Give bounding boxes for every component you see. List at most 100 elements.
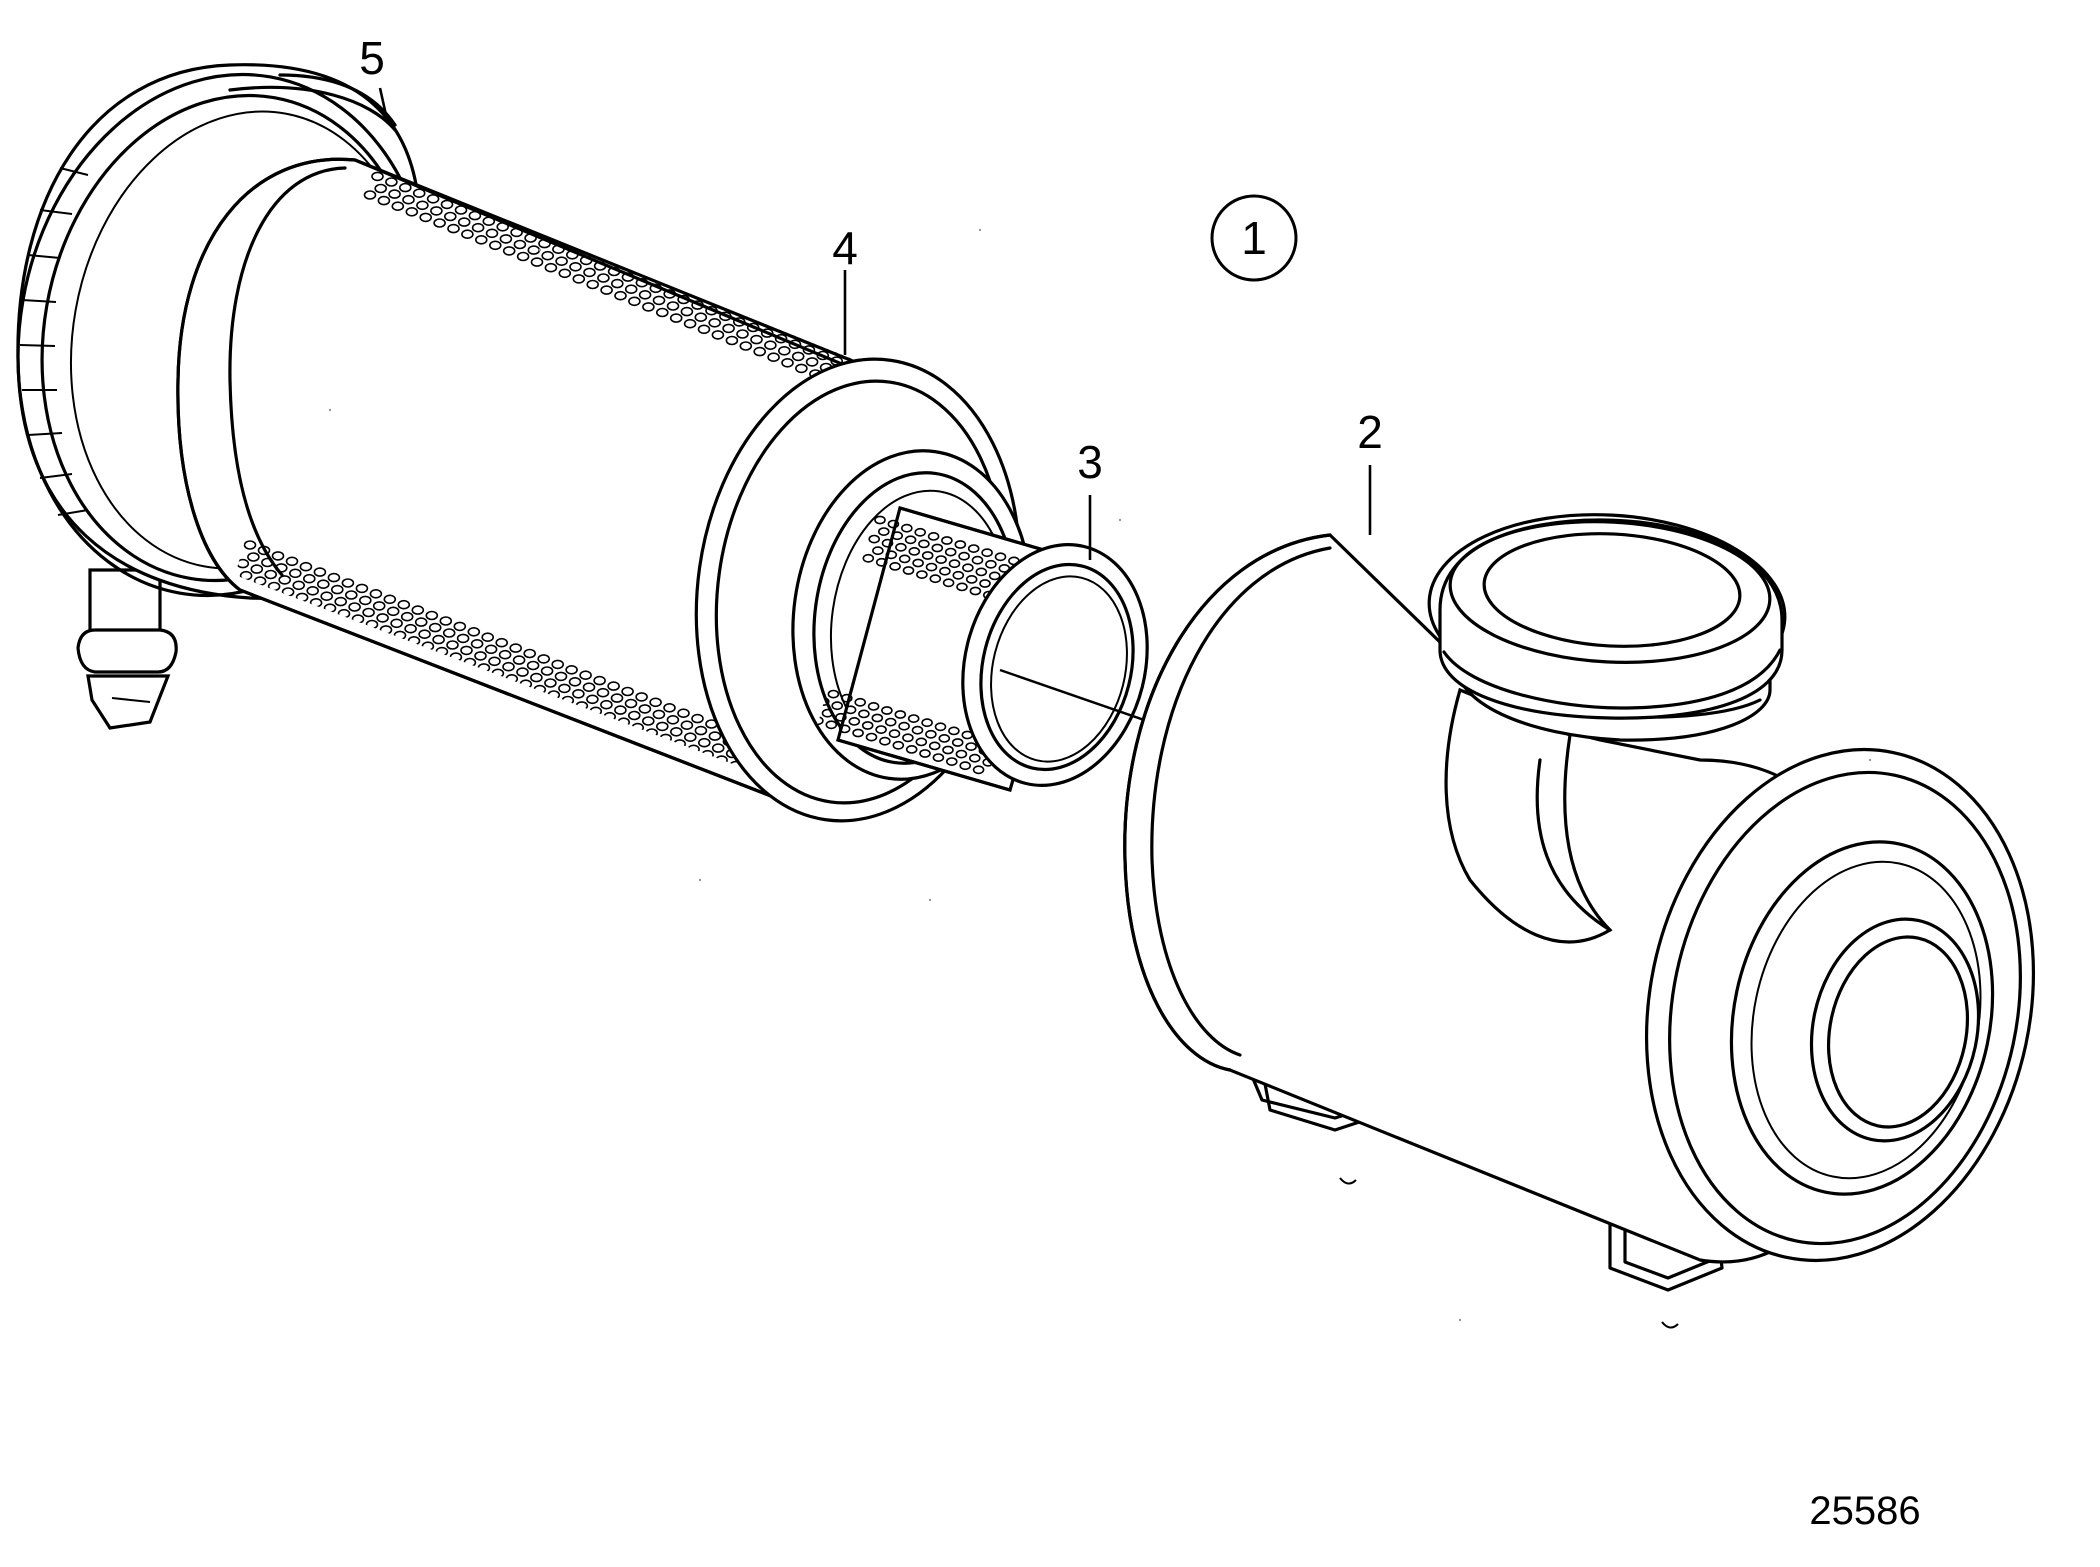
perforation-hole <box>705 305 718 316</box>
perforation-hole <box>876 342 880 353</box>
perforation-hole <box>898 721 910 731</box>
perforation-hole <box>583 267 596 278</box>
perforation-hole <box>747 279 761 290</box>
perforation-hole <box>390 618 403 629</box>
perforation-hole <box>639 247 653 257</box>
perforation-hole <box>788 339 802 350</box>
perforation-hole <box>670 270 684 281</box>
perforation-hole <box>486 185 500 196</box>
perforation-hole <box>677 294 690 305</box>
perforation-hole <box>386 606 400 617</box>
perforation-hole <box>261 557 274 568</box>
perforation-hole <box>327 572 341 583</box>
perforation-hole <box>302 573 316 584</box>
perforation-hole <box>374 183 388 194</box>
perforation-hole <box>692 257 705 268</box>
perforation-hole <box>629 253 642 264</box>
perforation-hole <box>678 251 691 262</box>
perforation-hole <box>448 181 461 191</box>
perforation-hole <box>624 698 638 709</box>
perforation-hole <box>481 632 495 643</box>
perforation-hole <box>761 285 775 296</box>
perforation-hole <box>908 547 921 556</box>
perforation-hole <box>513 239 527 250</box>
perforation-hole <box>288 568 302 579</box>
perforation-hole <box>558 268 572 279</box>
perforation-hole <box>257 545 271 556</box>
perforation-hole <box>805 357 819 367</box>
perforation-hole <box>635 277 649 288</box>
perforation-hole <box>942 745 954 755</box>
perforation-hole <box>781 357 794 368</box>
perforation-hole <box>669 313 683 323</box>
perforation-hole <box>584 224 597 235</box>
perforation-hole <box>556 213 569 224</box>
perforation-hole <box>791 351 805 362</box>
perforation-hole <box>967 544 980 553</box>
perforation-hole <box>495 637 509 648</box>
perforation-hole <box>877 527 890 536</box>
perforation-hole <box>900 523 913 533</box>
perforation-hole <box>405 207 419 217</box>
perforation-hole <box>861 721 874 730</box>
perforation-hole <box>948 726 960 736</box>
perforation-hole <box>968 753 981 763</box>
perforation-hole <box>544 678 557 688</box>
perforation-hole <box>649 283 663 294</box>
perforation-hole <box>610 693 624 703</box>
perforation-hole <box>447 223 460 234</box>
perforation-hole <box>879 736 891 746</box>
perforation-hole <box>497 179 511 189</box>
perforation-hole <box>601 242 614 253</box>
perforation-hole <box>621 272 635 282</box>
perforation-hole <box>684 276 698 286</box>
perforation-hole <box>956 582 968 592</box>
perforation-hole <box>677 708 690 719</box>
perforation-hole <box>358 595 372 606</box>
perforation-hole <box>247 552 260 562</box>
perforation-hole <box>488 656 501 667</box>
perforation-hole <box>985 559 997 569</box>
perforation-hole <box>652 295 666 306</box>
perforation-hole <box>594 218 608 228</box>
perforation-hole <box>398 182 412 193</box>
perforation-hole <box>573 231 587 241</box>
perforation-hole <box>803 302 817 313</box>
perforation-hole <box>614 705 627 715</box>
perforation-hole <box>636 235 650 245</box>
callout-3: 3 <box>1077 436 1103 488</box>
perforation-hole <box>695 269 709 280</box>
perforation-hole <box>881 706 893 715</box>
perforation-hole <box>344 590 358 600</box>
perforation-hole <box>442 628 456 638</box>
perforation-hole <box>572 688 585 699</box>
perforation-hole <box>530 672 543 683</box>
perforation-hole <box>852 728 864 738</box>
perforation-hole <box>916 570 928 579</box>
perforation-hole <box>865 732 878 742</box>
perforation-hole <box>559 225 573 236</box>
assembly-axis <box>999 668 1151 724</box>
perforation-hole <box>789 296 803 307</box>
perforation-hole <box>362 607 375 618</box>
perforation-hole <box>911 725 924 735</box>
perforation-hole <box>461 229 474 239</box>
perforation-hole <box>593 261 607 271</box>
perforation-hole <box>925 562 938 572</box>
perforation-hole <box>691 713 704 724</box>
perforation-hole <box>889 562 901 571</box>
perforation-hole <box>711 330 725 340</box>
perforation-hole <box>820 319 834 330</box>
perforation-hole <box>363 190 377 200</box>
perforation-hole <box>942 578 955 588</box>
perforation-hole <box>400 611 414 622</box>
perforation-hole <box>472 180 486 190</box>
perforation-hole <box>875 557 888 567</box>
perforation-hole <box>320 591 334 602</box>
perforation-hole <box>334 596 348 607</box>
perforation-hole <box>608 224 622 234</box>
perforation-hole <box>417 160 430 168</box>
perforation-hole <box>641 716 655 726</box>
perforation-hole <box>845 319 859 329</box>
perforation-hole <box>455 162 469 173</box>
